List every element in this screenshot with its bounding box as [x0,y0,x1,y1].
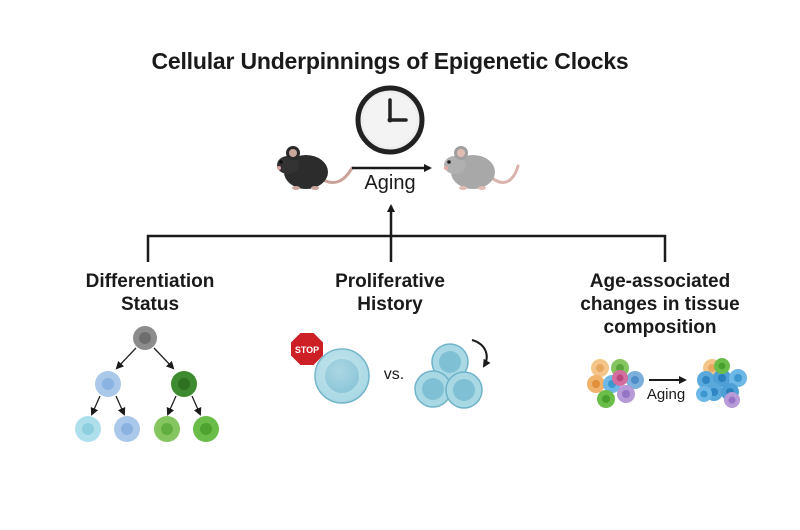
category-line: Age-associated [589,271,731,292]
category-line: History [357,294,423,315]
category-proliferative-history: Proliferative History [305,270,475,316]
rotate-arrow-icon [471,339,491,368]
old-mouse-icon [444,146,520,190]
composition-aging-label: Aging [646,386,686,403]
differentiation-tree [75,326,219,442]
stop-sign-text: STOP [295,345,319,355]
vs-label: vs. [383,366,405,383]
connector-lines [146,204,667,262]
page-title: Cellular Underpinnings of Epigenetic Clo… [151,48,629,74]
category-line: Proliferative [335,271,445,292]
category-line: composition [603,317,717,338]
aging-label: Aging [364,172,416,194]
category-differentiation-status: Differentiation Status [60,270,240,316]
clock-icon [355,85,425,155]
category-line: Differentiation [85,271,215,292]
young-mouse-icon [277,146,354,190]
young-tissue-cluster [587,359,644,408]
dividing-cells [414,343,483,409]
category-line: changes in tissue [580,294,740,315]
category-line: Status [120,294,180,315]
quiescent-cell [314,348,370,404]
aged-tissue-cluster [696,358,747,408]
stop-sign-icon: STOP [289,331,325,367]
category-tissue-composition: Age-associated changes in tissue composi… [560,270,760,339]
